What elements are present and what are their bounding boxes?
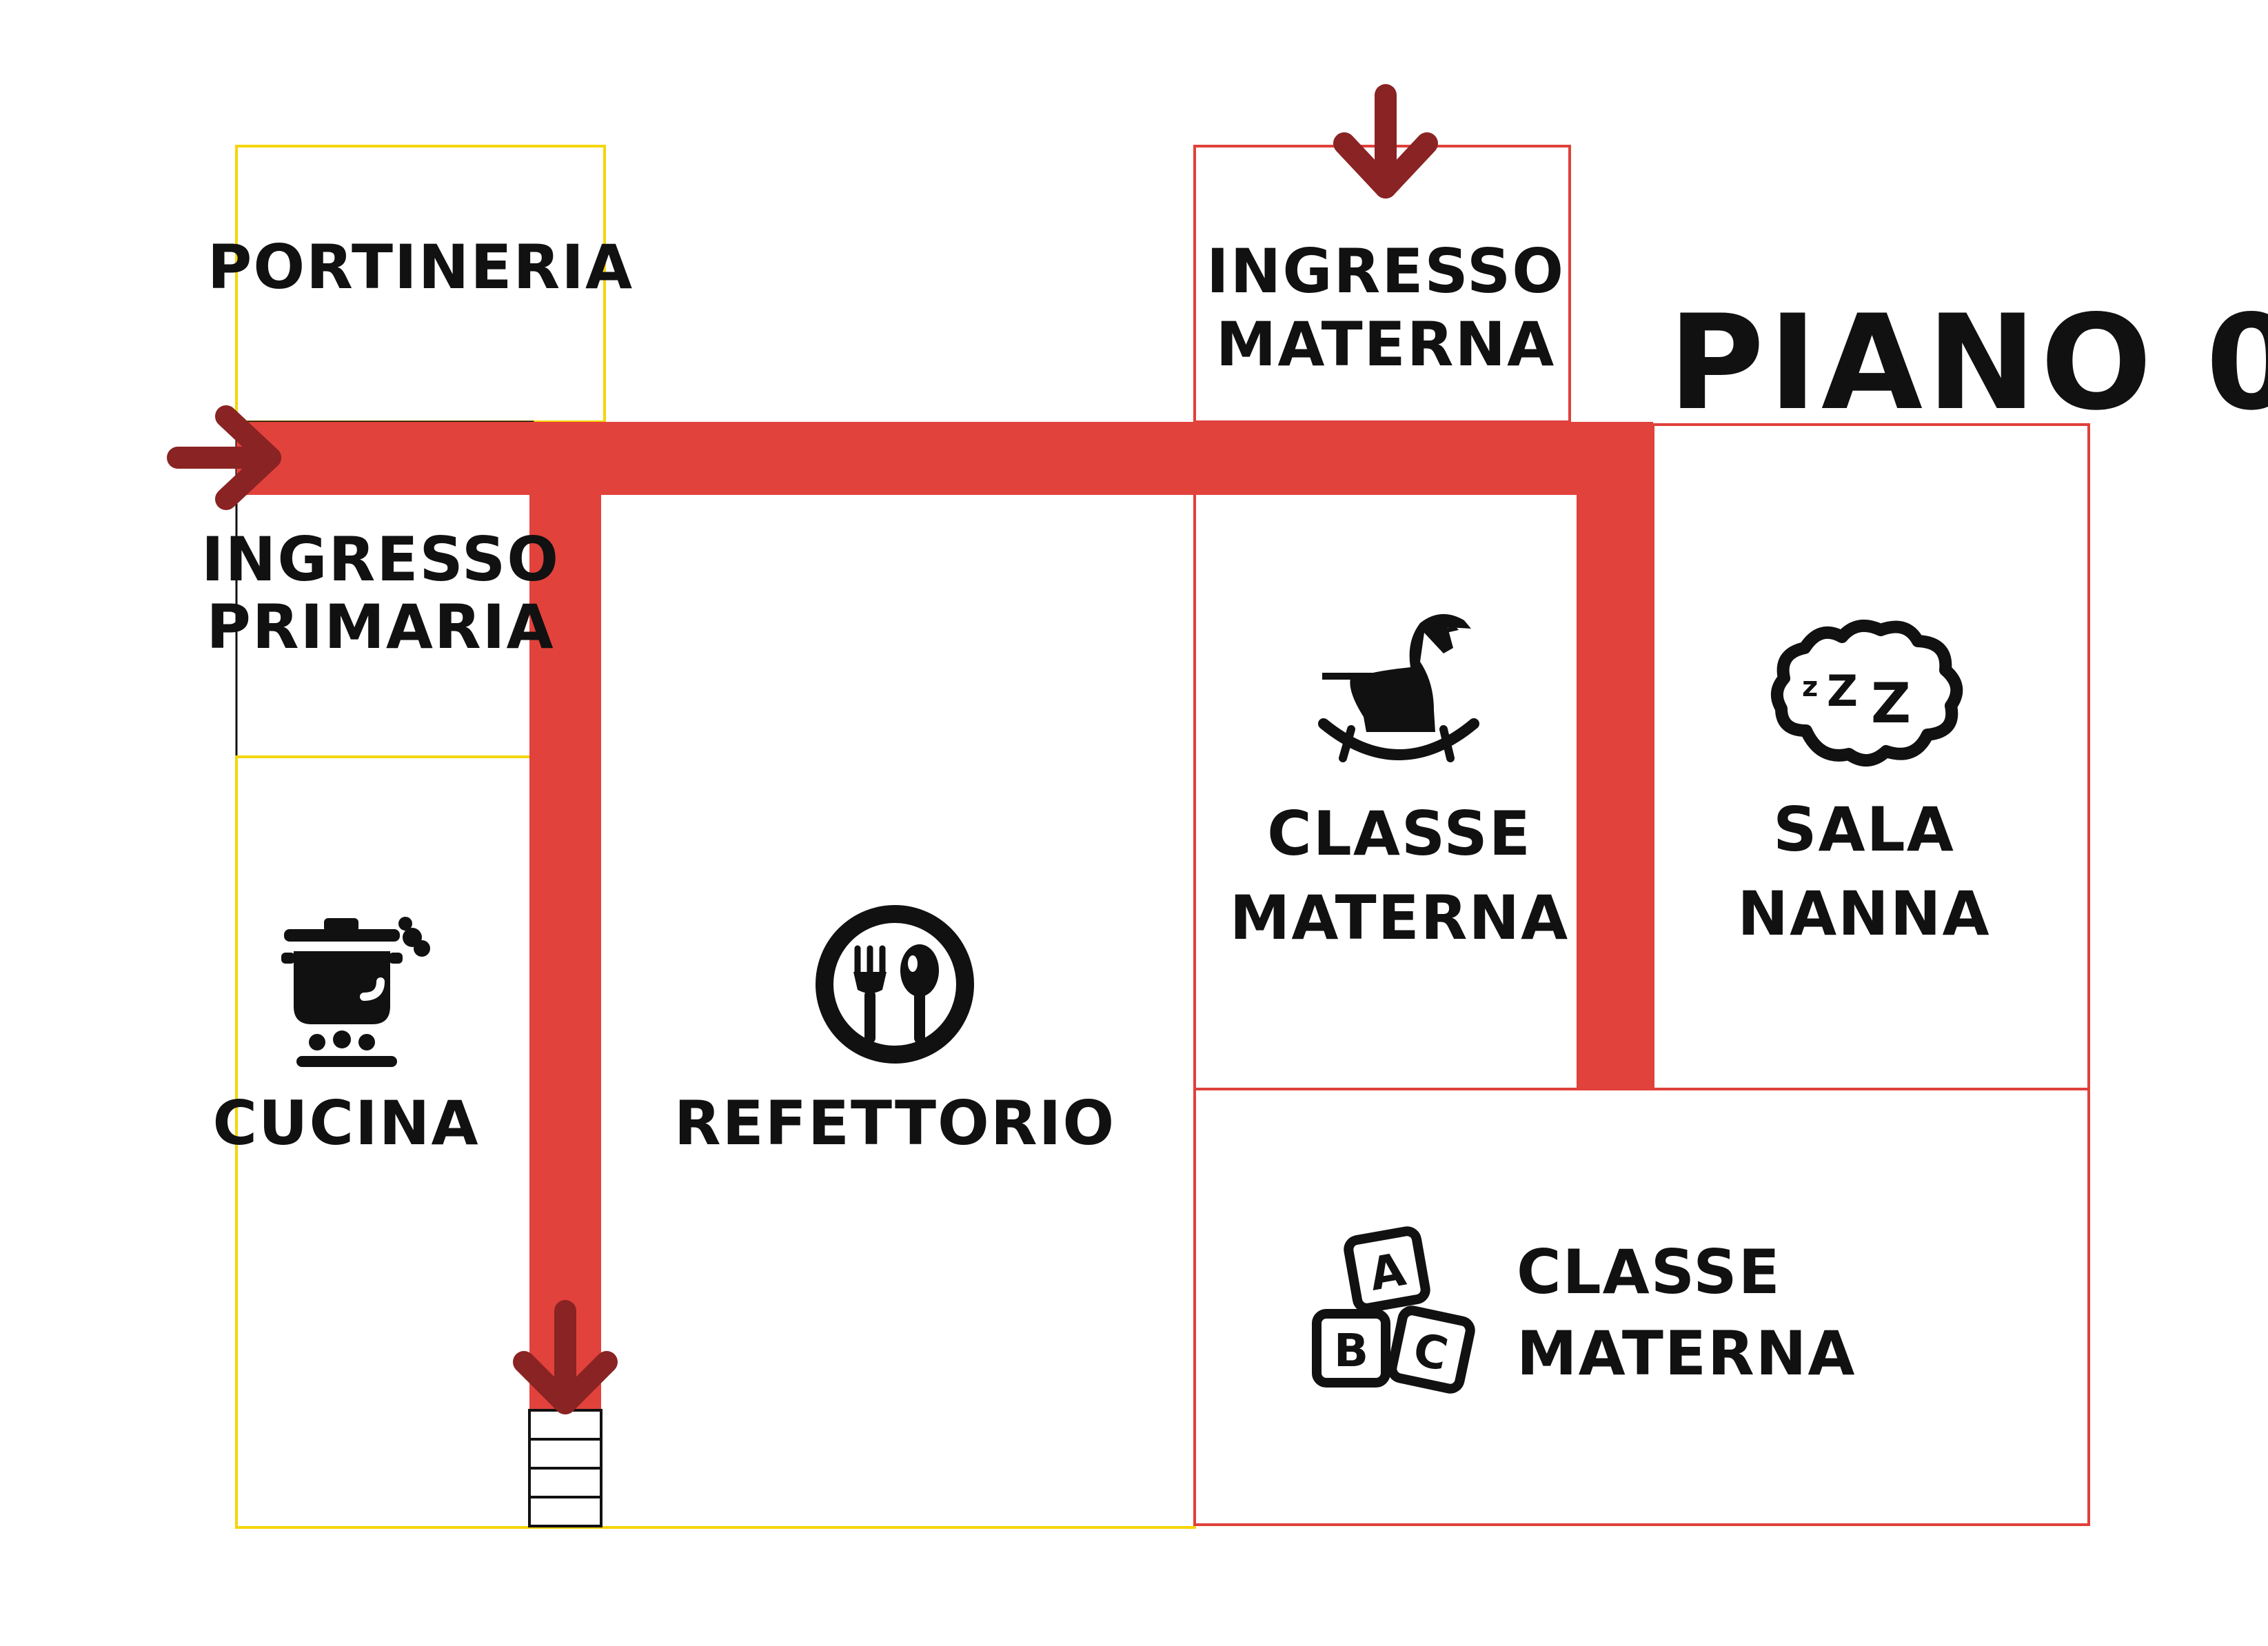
room-refettorio[interactable] — [531, 481, 1196, 1529]
label-sala-nanna-line1: SALA — [1773, 794, 1955, 865]
label-classe-materna-1-line1: CLASSE — [1267, 798, 1532, 869]
floor-title: PIANO 0 — [1668, 287, 2268, 439]
sleep-cloud-icon: z Z Z — [1771, 620, 1963, 767]
label-classe-materna-2-line1: CLASSE — [1517, 1237, 1781, 1308]
stairs-icon[interactable] — [528, 1409, 603, 1527]
corridor-main — [236, 422, 1653, 495]
arrow-entrance-materna-icon — [1333, 84, 1438, 199]
cooking-pot-icon — [281, 917, 430, 1067]
label-portineria: PORTINERIA — [207, 232, 634, 303]
sleep-z-medium: Z — [1827, 666, 1858, 716]
corridor-vertical-left — [529, 422, 601, 1414]
label-classe-materna-1-line2: MATERNA — [1230, 882, 1570, 953]
block-letter-c: C — [1409, 1323, 1452, 1381]
arrow-entrance-primaria-icon — [167, 405, 281, 510]
label-classe-materna-2-line2: MATERNA — [1517, 1318, 1856, 1389]
label-ingresso-materna-line1: INGRESSO — [1206, 236, 1565, 307]
rocking-horse-icon — [1318, 613, 1479, 762]
room-classe-materna-1[interactable] — [1193, 481, 1579, 1090]
label-ingresso-primaria-line1: INGRESSO — [201, 524, 560, 595]
abc-blocks-icon: A B C — [1312, 1226, 1475, 1394]
corridor-vertical-right — [1578, 422, 1653, 1089]
arrow-stairs-down-icon — [513, 1300, 618, 1414]
sleep-z-small: z — [1802, 671, 1818, 703]
label-ingresso-materna-line2: MATERNA — [1216, 309, 1556, 380]
sleep-z-large: Z — [1871, 671, 1911, 735]
label-ingresso-primaria-line2: PRIMARIA — [206, 591, 554, 662]
label-refettorio: REFETTORIO — [674, 1088, 1115, 1159]
block-letter-b: B — [1334, 1324, 1368, 1377]
label-cucina: CUCINA — [212, 1088, 479, 1159]
label-sala-nanna-line2: NANNA — [1737, 878, 1990, 949]
block-letter-a: A — [1366, 1243, 1410, 1301]
fork-spoon-icon — [816, 905, 974, 1064]
